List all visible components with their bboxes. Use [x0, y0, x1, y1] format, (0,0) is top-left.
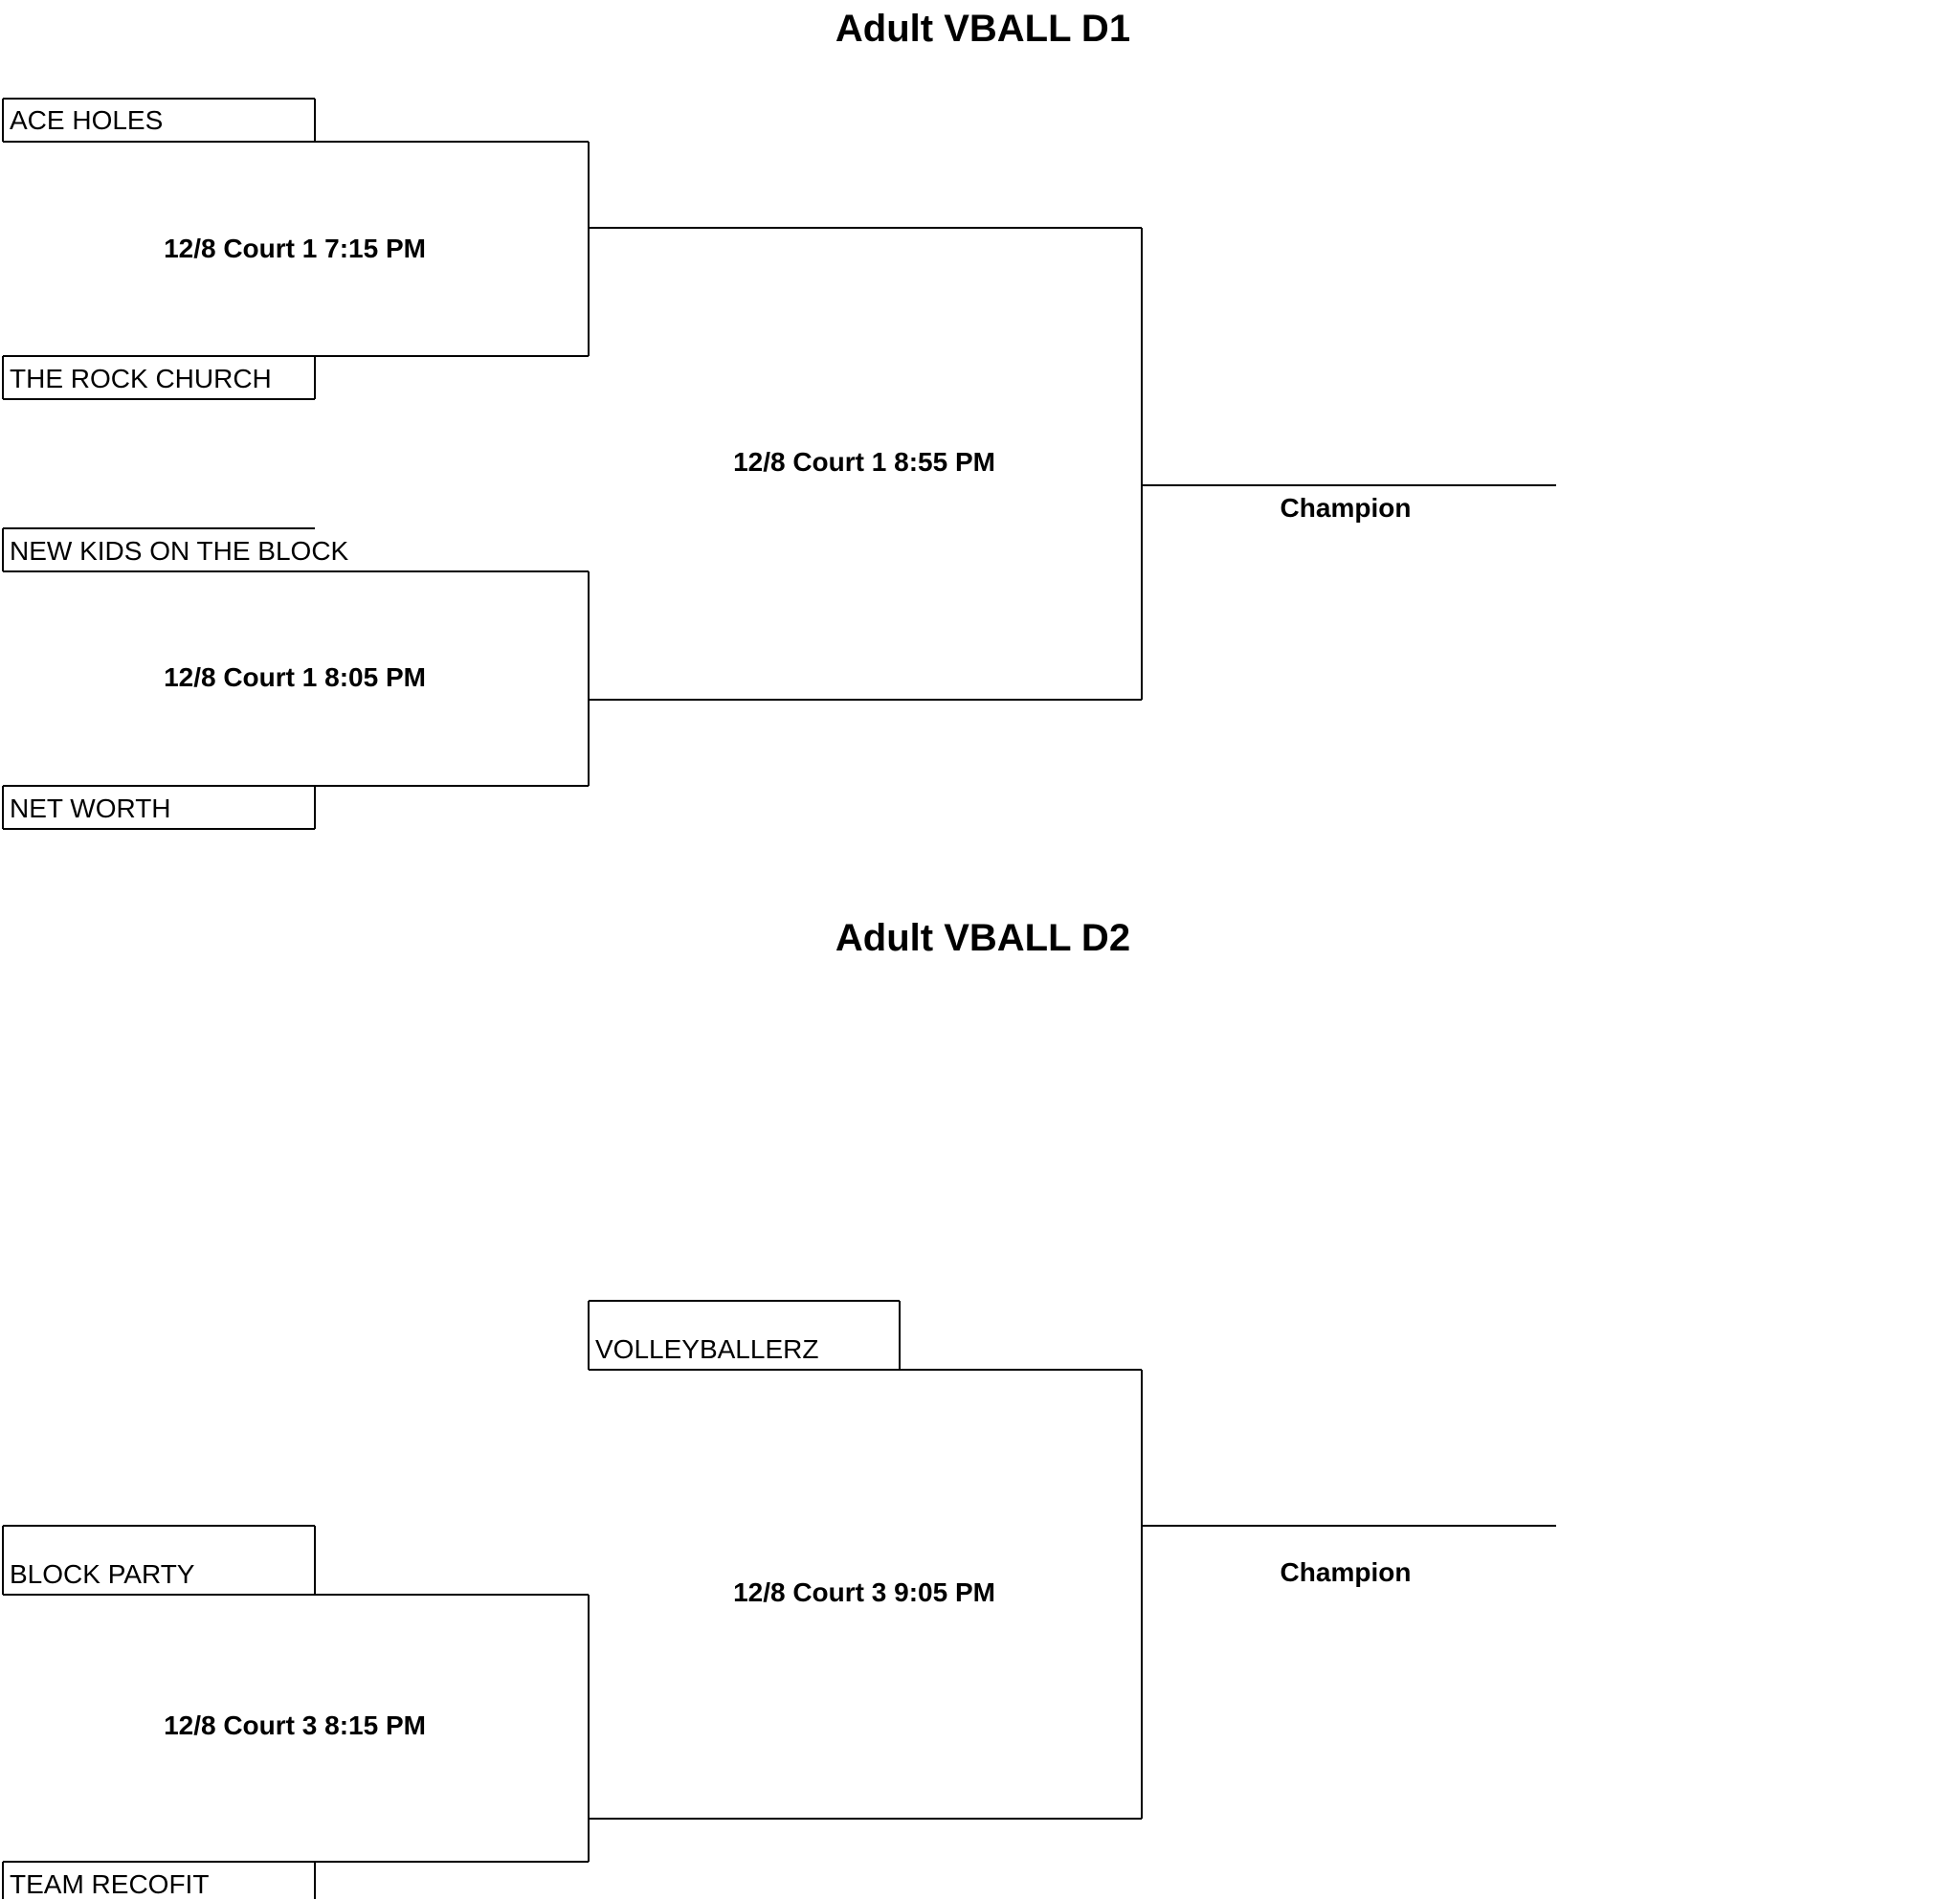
- team-label: NEW KIDS ON THE BLOCK: [10, 536, 349, 566]
- team-label: BLOCK PARTY: [10, 1559, 195, 1589]
- match-schedule: 12/8 Court 3 9:05 PM: [733, 1577, 995, 1607]
- match-schedule: 12/8 Court 1 8:05 PM: [164, 662, 426, 692]
- team-label: THE ROCK CHURCH: [10, 364, 272, 393]
- champion-label: Champion: [1280, 493, 1412, 523]
- team-label: ACE HOLES: [10, 105, 164, 135]
- champion-label: Champion: [1280, 1557, 1412, 1587]
- match-schedule: 12/8 Court 1 7:15 PM: [164, 234, 426, 263]
- team-label: VOLLEYBALLERZ: [595, 1334, 819, 1364]
- team-label: NET WORTH: [10, 794, 171, 823]
- team-label: TEAM RECOFIT: [10, 1869, 210, 1899]
- bracket-title-d1: Adult VBALL D1: [835, 8, 1131, 50]
- match-schedule: 12/8 Court 1 8:55 PM: [733, 447, 995, 477]
- bracket-title-d2: Adult VBALL D2: [835, 917, 1131, 959]
- match-schedule: 12/8 Court 3 8:15 PM: [164, 1710, 426, 1740]
